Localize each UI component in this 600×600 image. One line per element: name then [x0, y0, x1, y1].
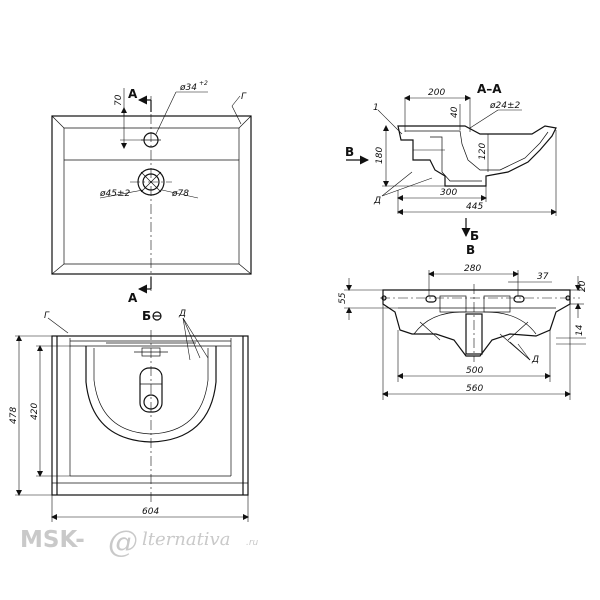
dim-420: 420	[30, 403, 40, 420]
view-label-b: Б	[142, 309, 151, 323]
label-d-front: Д	[531, 355, 539, 365]
top-view-rim	[51, 115, 252, 129]
dim-drain-outer: ø78	[171, 189, 189, 199]
dim-d24: ø24±2	[489, 101, 520, 111]
dim-37: 37	[537, 272, 549, 282]
view-label-b2: Б	[470, 229, 479, 243]
dim-hole-tol: +2	[199, 80, 208, 87]
dim-560: 560	[466, 384, 483, 394]
dim-478: 478	[9, 407, 19, 424]
dim-200: 200	[428, 88, 445, 98]
front-view-outline	[382, 289, 571, 357]
front-view-drain	[465, 313, 483, 355]
front-view: Б В 280 37 55	[338, 218, 588, 400]
watermark-at: @	[108, 525, 138, 560]
dim-70: 70	[114, 94, 124, 106]
section-title: А–А	[477, 82, 502, 96]
dim-280: 280	[464, 264, 481, 274]
section-profile-inner	[405, 130, 549, 182]
dim-604: 604	[142, 507, 159, 517]
dim-14: 14	[575, 324, 585, 336]
dim-180: 180	[375, 147, 385, 164]
watermark-left: MSK-	[20, 527, 85, 553]
front-view-bowl	[413, 311, 537, 335]
bottom-view-outline	[51, 335, 249, 496]
dim-20: 20	[578, 280, 588, 292]
dim-300: 300	[440, 188, 457, 198]
watermark: MSK- @ lternativa .ru	[20, 525, 259, 560]
dim-drain: ø45±2	[99, 189, 130, 199]
label-d-bottom: Д	[178, 309, 186, 319]
drain-inner	[142, 173, 160, 191]
section-view: А–А 200 40 ø24±2 180 120 В 1 Д	[345, 82, 557, 216]
section-profile-outer	[397, 125, 557, 187]
top-view-outline	[51, 115, 252, 275]
dim-hole: ø34	[179, 83, 197, 93]
view-label-v: В	[466, 243, 475, 257]
top-view: А А 70 ø34 +2 Г ø45±2 ø78	[51, 80, 252, 305]
dim-500: 500	[466, 366, 483, 376]
watermark-tld: .ru	[246, 538, 259, 548]
dim-40: 40	[450, 106, 460, 118]
dim-55: 55	[338, 292, 348, 304]
label-edge-top: Г	[241, 92, 247, 102]
label-d-section: Д	[373, 196, 381, 206]
drain-outer	[137, 168, 165, 196]
label-1: 1	[373, 103, 379, 113]
label-edge-bottom: Г	[44, 311, 50, 321]
arrow-label-v: В	[345, 145, 354, 159]
watermark-right: lternativa	[142, 529, 230, 550]
dim-445: 445	[466, 202, 483, 212]
bottom-view: Б Г Д 478	[9, 309, 249, 522]
cut-mark-bottom: А	[128, 291, 138, 305]
dim-120: 120	[478, 143, 488, 160]
cut-mark-top: А	[128, 87, 138, 101]
top-view-bowl	[51, 159, 252, 275]
